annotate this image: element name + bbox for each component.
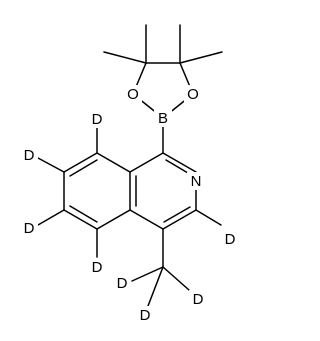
bond-c8-c7	[63, 152, 98, 173]
bond-methyl-d-right	[162, 266, 190, 291]
bonds	[37, 24, 223, 307]
bond-c1-n2	[162, 152, 197, 173]
atom-oxygen-left: O	[127, 86, 139, 103]
bond-methyl-d-bottom	[147, 266, 164, 307]
bond-c3-c4	[162, 209, 197, 230]
bond-c8a-c1	[129, 152, 164, 173]
atom-deuterium-c7: D	[24, 147, 35, 164]
bond-c6-c5-double	[69, 205, 98, 223]
atom-boron: B	[158, 110, 168, 127]
molecule-structure: B O O N D D D D D D D D	[20, 24, 239, 324]
bond-c8-c7-double	[69, 159, 98, 177]
atom-deuterium-c6: D	[24, 220, 35, 237]
bond-c1-me-a	[103, 51, 147, 64]
bond-c7-d	[37, 157, 65, 173]
bond-c8a-c8	[96, 152, 131, 173]
atom-labels: B O O N D D D D D D D D	[20, 85, 239, 324]
bond-c6-d	[37, 209, 65, 226]
atom-nitrogen: N	[191, 173, 202, 190]
atom-deuterium-methyl-right: D	[193, 291, 204, 308]
bond-c4-c4a	[129, 209, 164, 230]
bond-c2-me-b	[179, 51, 223, 64]
atom-deuterium-c5: D	[92, 259, 103, 276]
bond-c6-c5	[63, 209, 98, 230]
atom-deuterium-c3: D	[225, 231, 236, 248]
bond-c5-c4a	[96, 209, 131, 230]
bond-c3-c4-double	[163, 206, 191, 223]
atom-deuterium-c8: D	[92, 111, 103, 128]
bond-methyl-d-left	[131, 266, 164, 282]
atom-deuterium-methyl-left: D	[117, 275, 128, 292]
atom-deuterium-methyl-bottom: D	[140, 307, 151, 324]
bond-c3-d	[195, 209, 222, 226]
atom-oxygen-right: O	[187, 86, 199, 103]
